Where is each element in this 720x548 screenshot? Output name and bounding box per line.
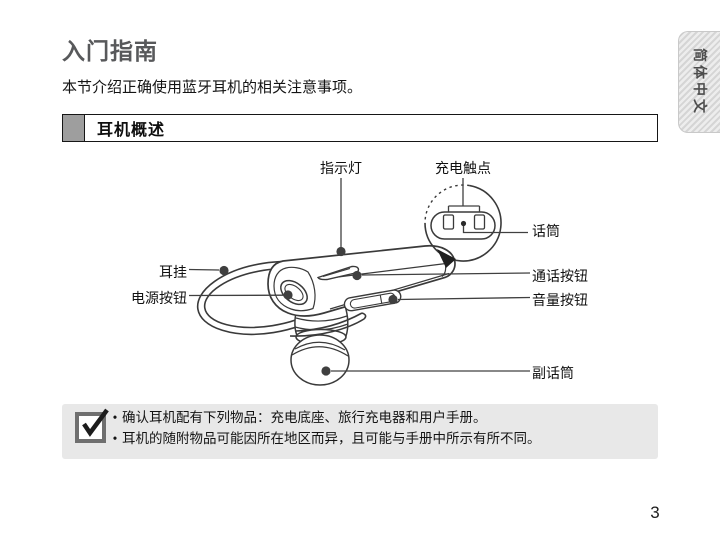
body-shadow <box>301 302 351 318</box>
note-item: • 耳机的随附物品可能因所在地区而异，且可能与手册中所示有所不同。 <box>108 428 648 449</box>
talk-button-drawing <box>316 265 360 281</box>
ear-hook-tail <box>289 312 367 337</box>
note-box <box>62 404 658 459</box>
ear-hook-drawing <box>196 260 340 336</box>
inset-pointer <box>437 249 456 268</box>
note-item: • 确认耳机配有下列物品：充电底座、旅行充电器和用户手册。 <box>108 407 648 428</box>
label-power-button: 电源按钮 <box>131 292 187 307</box>
power-button-drawing <box>280 279 308 306</box>
section-header-block <box>63 115 85 141</box>
language-tab-label: 简体中文 <box>691 48 708 116</box>
eartip-drawing <box>290 305 350 386</box>
body-drawing <box>267 244 456 317</box>
label-indicator: 指示灯 <box>320 162 362 177</box>
page-number: 3 <box>650 503 660 522</box>
charging-contact-left <box>442 214 455 230</box>
note-item-text: 确认耳机配有下列物品：充电底座、旅行充电器和用户手册。 <box>122 410 487 425</box>
note-text: • 确认耳机配有下列物品：充电底座、旅行充电器和用户手册。 • 耳机的随附物品可… <box>108 407 648 449</box>
section-title: 耳机概述 <box>97 122 166 139</box>
bullet-icon: • <box>112 431 118 446</box>
leader-lines <box>188 178 531 372</box>
bullet-icon: • <box>112 410 118 425</box>
page-title: 入门指南 <box>62 38 158 64</box>
charging-contact-right <box>473 214 486 230</box>
inset-circle <box>424 184 502 268</box>
mic-hole <box>460 220 467 227</box>
label-volume-button: 音量按钮 <box>532 294 588 309</box>
checkbox-checked-icon <box>75 408 109 443</box>
leader-dots <box>219 246 398 376</box>
note-item-text: 耳机的随附物品可能因所在地区而异，且可能与手册中所示有所不同。 <box>122 431 541 446</box>
language-side-tab: 简体中文 <box>678 31 720 133</box>
volume-button-drawing <box>343 289 402 312</box>
label-ear-hook: 耳挂 <box>159 266 187 281</box>
label-talk-button: 通话按钮 <box>532 270 588 285</box>
label-secondary-mic: 副话筒 <box>532 367 574 382</box>
label-microphone: 话筒 <box>532 225 560 240</box>
intro-text: 本节介绍正确使用蓝牙耳机的相关注意事项。 <box>62 80 363 96</box>
section-header: 耳机概述 <box>62 114 658 142</box>
label-charging-contact: 充电触点 <box>435 162 491 177</box>
